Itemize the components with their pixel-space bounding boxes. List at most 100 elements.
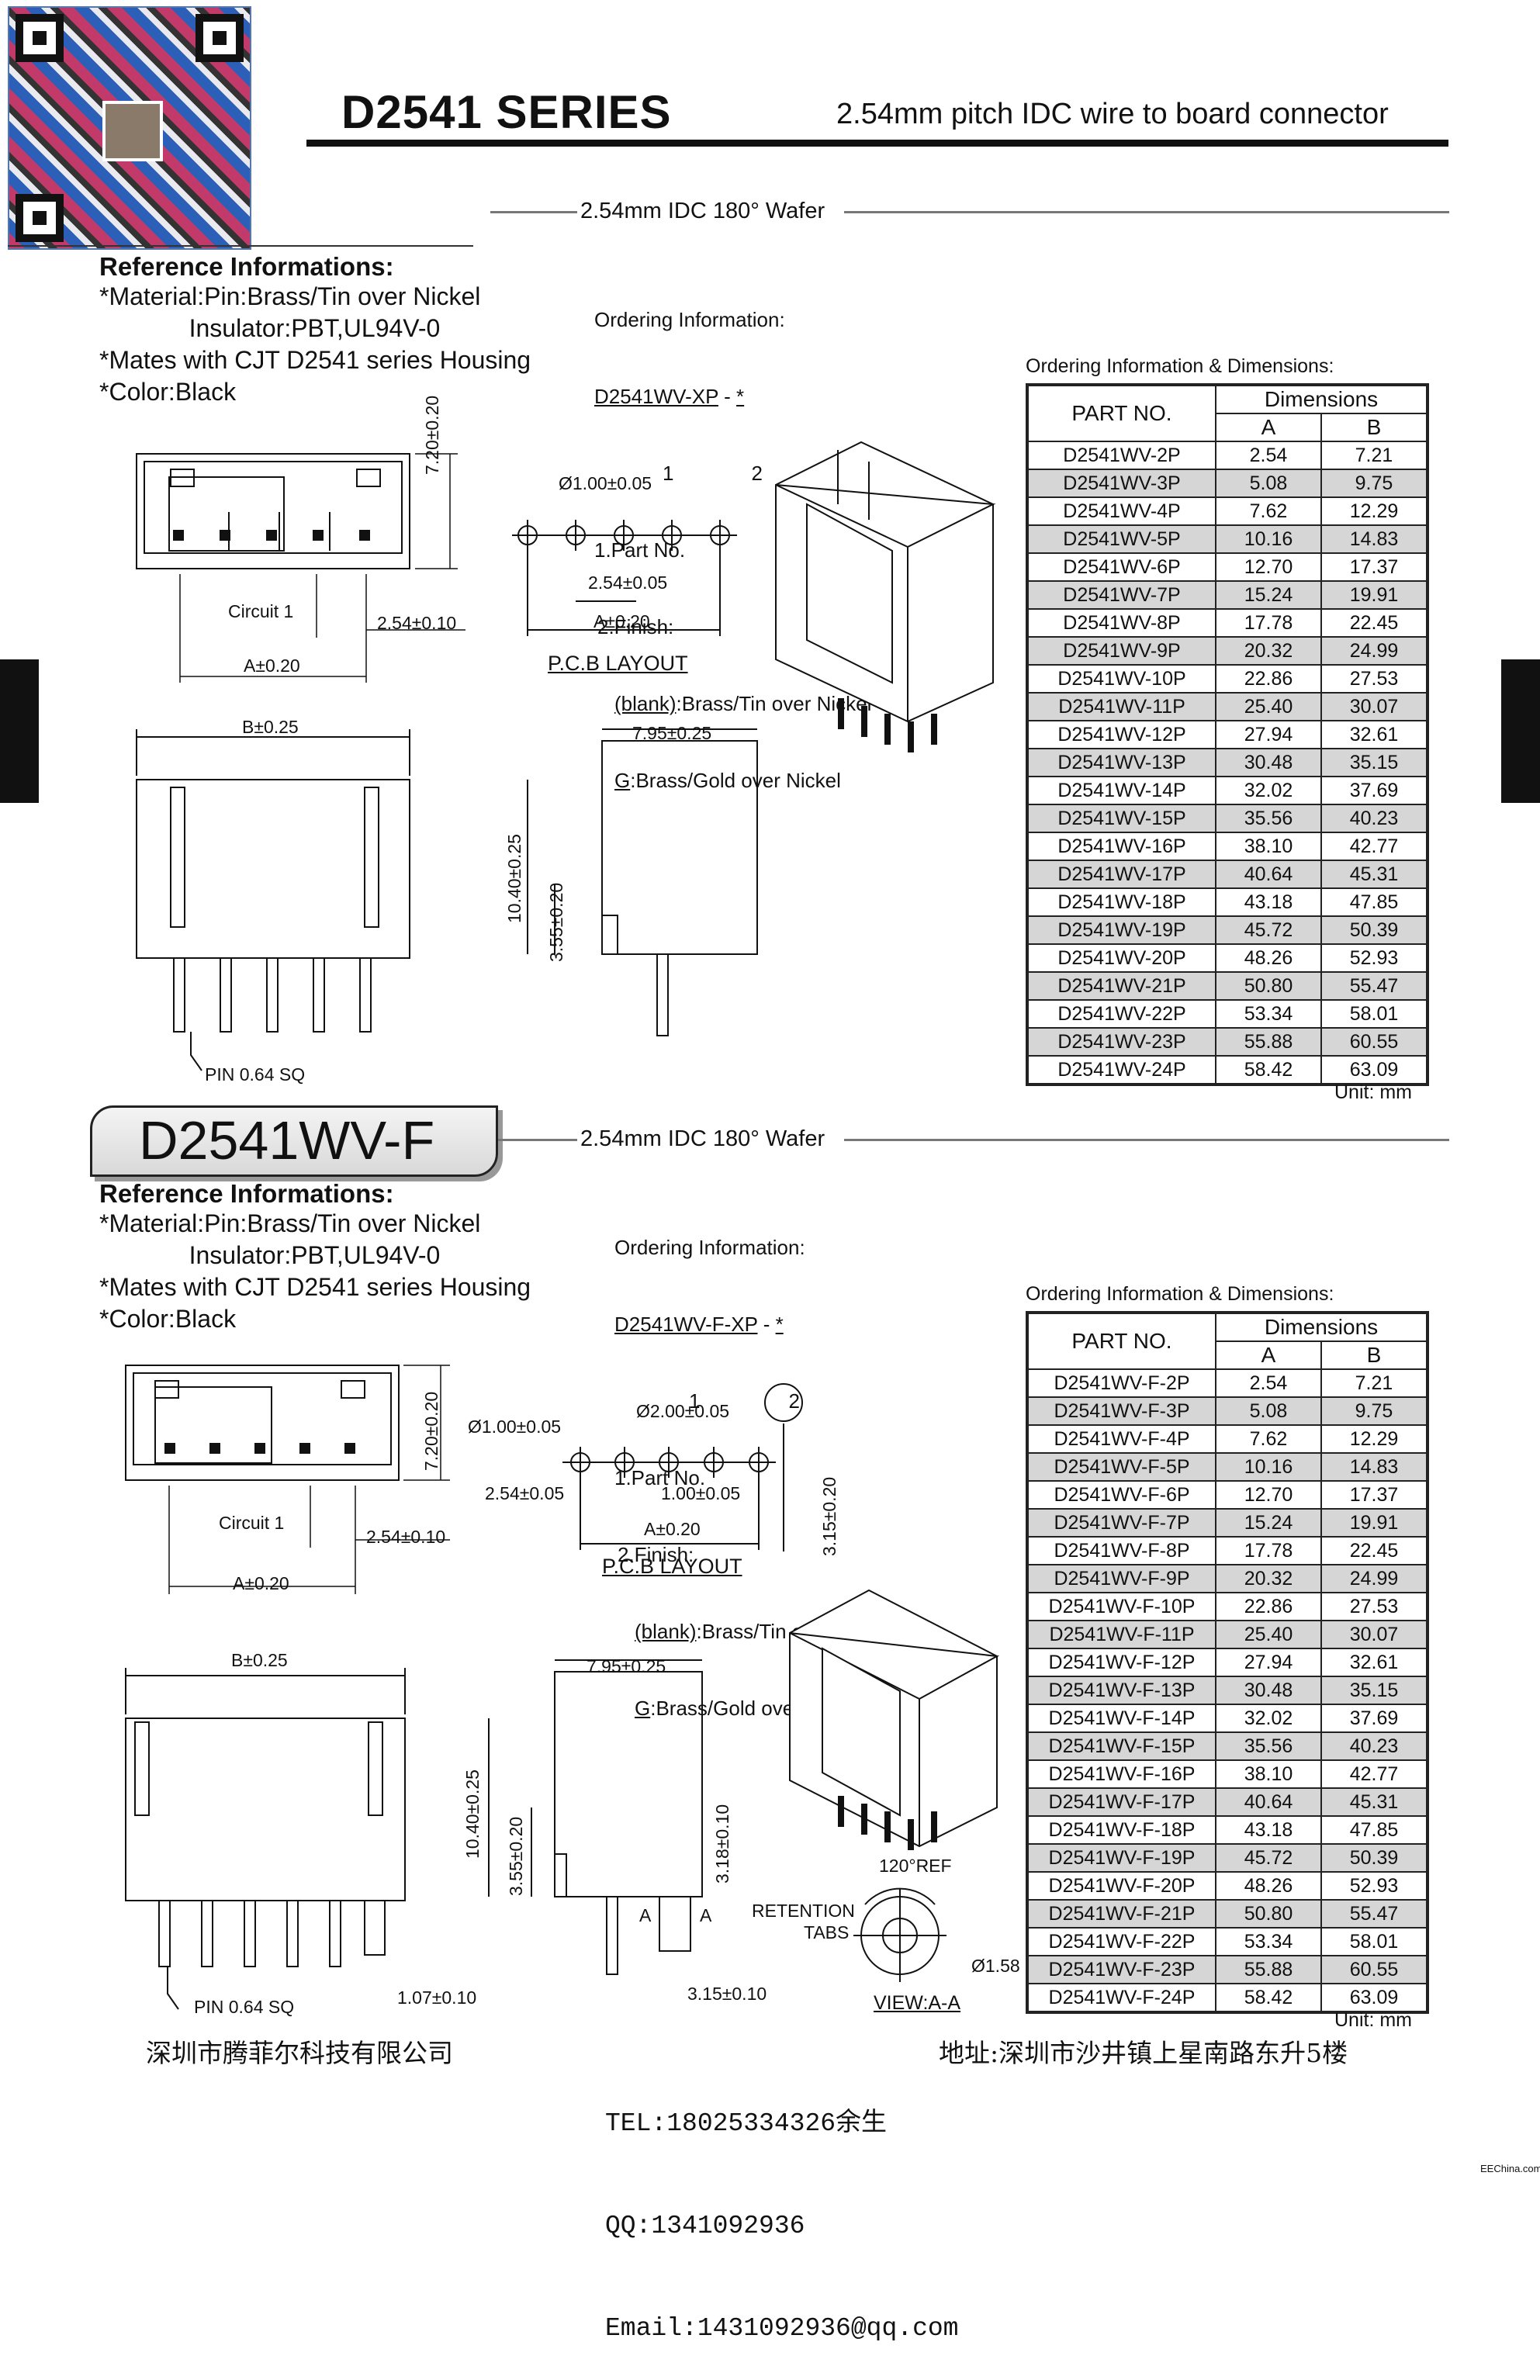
dim-b-cell: 24.99	[1320, 1564, 1428, 1593]
qr-photo	[102, 101, 163, 161]
pcb-layout-label: P.C.B LAYOUT	[548, 652, 688, 675]
dim-height-label: 7.20±0.20	[422, 395, 442, 475]
col-dimensions: Dimensions	[1215, 384, 1428, 414]
dim-b-cell: 27.53	[1320, 664, 1428, 694]
dim-a-cell: 17.78	[1215, 608, 1322, 638]
pin-spec-label: PIN 0.64 SQ	[205, 1064, 306, 1084]
part-number-cell: D2541WV-2P	[1026, 441, 1216, 470]
dim-b-cell: 52.93	[1320, 1871, 1428, 1901]
series-title: D2541 SERIES	[341, 86, 672, 138]
model-badge: D2541WV-F	[90, 1105, 498, 1177]
part-number-cell: D2541WV-12P	[1026, 720, 1216, 749]
dim-b-cell: 45.31	[1320, 860, 1428, 889]
part-number-cell: D2541WV-19P	[1026, 915, 1216, 945]
qr-underline	[8, 245, 473, 247]
part-number-cell: D2541WV-21P	[1026, 971, 1216, 1001]
pcb-hole-dia-label: Ø1.00±0.05	[559, 473, 652, 493]
pcb-a-label: A±0.20	[594, 611, 650, 631]
dim-a-cell: 7.62	[1215, 496, 1322, 526]
part-number-cell: D2541WV-15P	[1026, 804, 1216, 833]
col-b: B	[1320, 1340, 1428, 1370]
contact-block: TEL:18025334326余生 QQ:1341092936 Email:14…	[605, 2039, 958, 2380]
dim-peg-offset-label: 3.15±0.20	[819, 1476, 839, 1556]
part-number-cell: D2541WV-8P	[1026, 608, 1216, 638]
part-number-cell: D2541WV-F-7P	[1026, 1508, 1216, 1538]
dim-a-cell: 25.40	[1215, 692, 1322, 721]
dim-b-cell: 32.61	[1320, 720, 1428, 749]
reference-text: *Material:Pin:Brass/Tin over Nickel Insu…	[99, 1209, 531, 1333]
ordering-item1: 1.Part No.	[614, 1466, 706, 1489]
ordering-n1: 1	[663, 462, 674, 485]
part-number-cell: D2541WV-6P	[1026, 552, 1216, 582]
dim-b-cell: 63.09	[1320, 1983, 1428, 2013]
dim-b-cell: 55.47	[1320, 971, 1428, 1001]
dim-b-cell: 30.07	[1320, 1620, 1428, 1649]
part-number-cell: D2541WV-23P	[1026, 1027, 1216, 1057]
part-number-cell: D2541WV-F-15P	[1026, 1731, 1216, 1761]
dim-a-cell: 15.24	[1215, 580, 1322, 610]
dim-a-cell: 20.32	[1215, 636, 1322, 666]
series-subtitle: 2.54mm pitch IDC wire to board connector	[836, 98, 1389, 130]
part-number-cell: D2541WV-F-12P	[1026, 1648, 1216, 1677]
dim-total-height-label: 10.40±0.25	[504, 834, 524, 923]
dim-a-cell: 48.26	[1215, 1871, 1322, 1901]
unit-label: Unit: mm	[1334, 1081, 1412, 1103]
pin-spec-label: PIN 0.64 SQ	[194, 1997, 295, 2017]
part-number-cell: D2541WV-10P	[1026, 664, 1216, 694]
dim-b-cell: 24.99	[1320, 636, 1428, 666]
dim-a-cell: 5.08	[1215, 1396, 1322, 1426]
model-badge-text: D2541WV-F	[139, 1110, 435, 1171]
dim-a-cell: 10.16	[1215, 524, 1322, 554]
part-number-cell: D2541WV-F-16P	[1026, 1759, 1216, 1789]
dim-b-cell: 40.23	[1320, 1731, 1428, 1761]
dim-a-cell: 43.18	[1215, 887, 1322, 917]
dim-b-cell: 50.39	[1320, 915, 1428, 945]
dim-pin-height-label: 3.55±0.20	[546, 882, 566, 962]
dim-a-cell: 58.42	[1215, 1983, 1322, 2013]
pcb-layout-label: P.C.B LAYOUT	[602, 1555, 742, 1578]
dim-a-cell: 45.72	[1215, 1843, 1322, 1873]
dim-a-cell: 7.62	[1215, 1424, 1322, 1454]
part-number-cell: D2541WV-16P	[1026, 832, 1216, 861]
part-number-cell: D2541WV-F-22P	[1026, 1927, 1216, 1956]
dim-a-cell: 32.02	[1215, 1704, 1322, 1733]
dim-a-cell: 25.40	[1215, 1620, 1322, 1649]
dim-pin-height-label: 3.55±0.20	[506, 1816, 526, 1896]
tab-dia-label: Ø1.58	[971, 1956, 1020, 1976]
part-number-cell: D2541WV-F-19P	[1026, 1843, 1216, 1873]
finish-gold-desc: :Brass/Gold over Nickel	[630, 769, 841, 792]
part-number-cell: D2541WV-F-3P	[1026, 1396, 1216, 1426]
side-bar-right	[1501, 659, 1540, 803]
part-number-cell: D2541WV-3P	[1026, 469, 1216, 498]
part-number-cell: D2541WV-F-4P	[1026, 1424, 1216, 1454]
dim-b-cell: 45.31	[1320, 1787, 1428, 1817]
dim-depth-label: 7.95±0.25	[587, 1656, 666, 1676]
dim-total-height-label: 10.40±0.25	[462, 1769, 483, 1859]
dim-height-label: 7.20±0.20	[421, 1391, 441, 1471]
drawing-section1	[136, 441, 996, 1071]
dim-a-cell: 38.10	[1215, 1759, 1322, 1789]
part-number-cell: D2541WV-F-18P	[1026, 1815, 1216, 1845]
ordering-n2: 2	[788, 1389, 800, 1413]
pcb-pitch-label: 2.54±0.05	[485, 1483, 565, 1503]
dim-a-cell: 12.70	[1215, 552, 1322, 582]
section-rule-right	[844, 211, 1449, 213]
dim-a-cell: 40.64	[1215, 860, 1322, 889]
table-caption: Ordering Information & Dimensions:	[1026, 1283, 1334, 1305]
